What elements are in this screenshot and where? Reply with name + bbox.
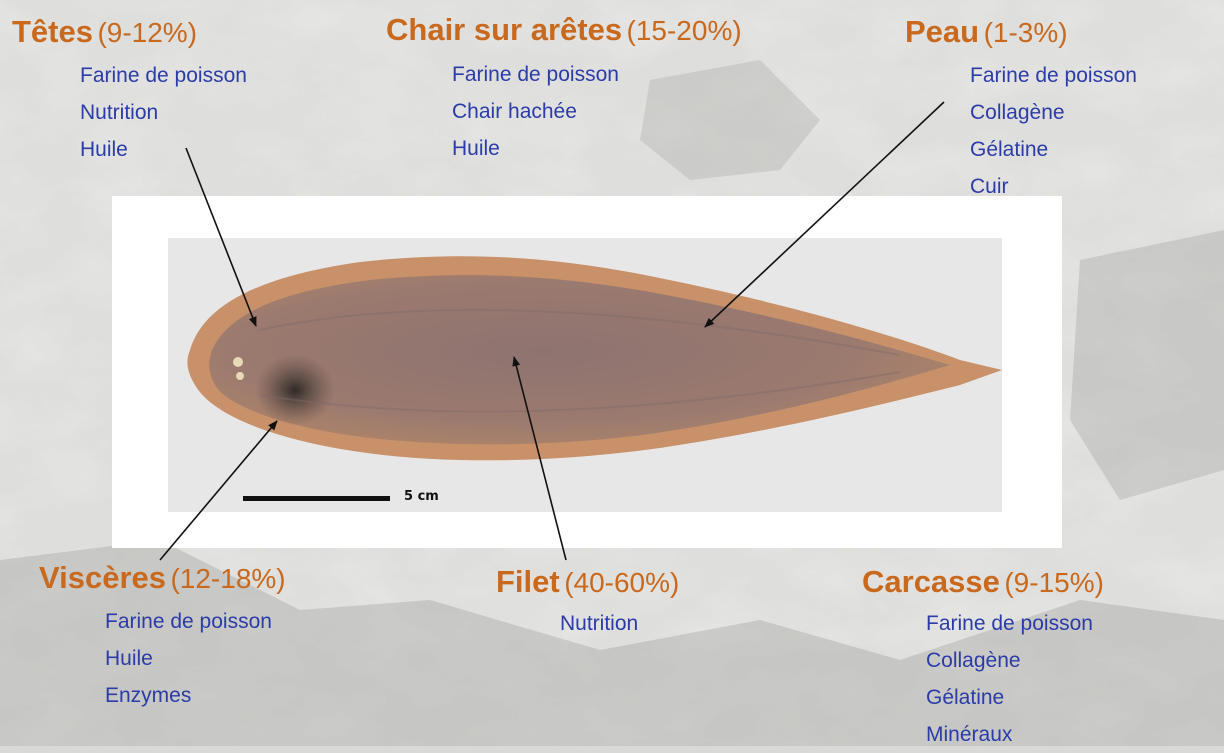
part-name: Carcasse	[862, 564, 1000, 599]
use-list: Farine de poisson Huile Enzymes	[105, 603, 286, 714]
part-percentage: (40-60%)	[564, 567, 679, 598]
use-list: Nutrition	[560, 605, 679, 642]
group-title: Chair sur arêtes (15-20%)	[386, 14, 742, 45]
use-item: Farine de poisson	[105, 603, 286, 640]
use-item: Gélatine	[970, 131, 1137, 168]
use-item: Minéraux	[926, 716, 1104, 753]
use-item: Farine de poisson	[452, 56, 742, 93]
group-title: Têtes (9-12%)	[12, 16, 247, 47]
use-item: Huile	[105, 640, 286, 677]
use-item: Collagène	[926, 642, 1104, 679]
group-title: Carcasse (9-15%)	[862, 566, 1104, 597]
group-title: Viscères (12-18%)	[39, 562, 286, 593]
use-item: Farine de poisson	[80, 57, 247, 94]
group-title: Filet (40-60%)	[496, 566, 679, 597]
use-item: Huile	[452, 130, 742, 167]
use-list: Farine de poisson Nutrition Huile	[80, 57, 247, 168]
use-list: Farine de poisson Collagène Gélatine Min…	[926, 605, 1104, 753]
part-percentage: (1-3%)	[984, 17, 1068, 48]
use-item: Collagène	[970, 94, 1137, 131]
use-item: Enzymes	[105, 677, 286, 714]
use-item: Chair hachée	[452, 93, 742, 130]
part-name: Viscères	[39, 560, 166, 595]
group-peau: Peau (1-3%) Farine de poisson Collagène …	[905, 16, 1137, 205]
part-name: Têtes	[12, 14, 93, 49]
part-percentage: (15-20%)	[627, 15, 742, 46]
part-name: Filet	[496, 564, 560, 599]
use-item: Huile	[80, 131, 247, 168]
part-percentage: (9-12%)	[97, 17, 197, 48]
scale-bar	[243, 496, 390, 501]
use-item: Nutrition	[80, 94, 247, 131]
group-tetes: Têtes (9-12%) Farine de poisson Nutritio…	[12, 16, 247, 168]
use-item: Cuir	[970, 168, 1137, 205]
use-item: Farine de poisson	[970, 57, 1137, 94]
group-title: Peau (1-3%)	[905, 16, 1137, 47]
scale-label: 5 cm	[404, 489, 439, 504]
use-list: Farine de poisson Chair hachée Huile	[452, 56, 742, 167]
group-carcasse: Carcasse (9-15%) Farine de poisson Colla…	[862, 566, 1104, 753]
part-percentage: (12-18%)	[170, 563, 285, 594]
group-filet: Filet (40-60%) Nutrition	[496, 566, 679, 642]
use-item: Farine de poisson	[926, 605, 1104, 642]
group-visceres: Viscères (12-18%) Farine de poisson Huil…	[39, 562, 286, 714]
part-name: Peau	[905, 14, 979, 49]
part-percentage: (9-15%)	[1004, 567, 1104, 598]
use-list: Farine de poisson Collagène Gélatine Cui…	[970, 57, 1137, 205]
use-item: Nutrition	[560, 605, 679, 642]
group-chair-sur-aretes: Chair sur arêtes (15-20%) Farine de pois…	[386, 14, 742, 167]
part-name: Chair sur arêtes	[386, 12, 622, 47]
use-item: Gélatine	[926, 679, 1104, 716]
